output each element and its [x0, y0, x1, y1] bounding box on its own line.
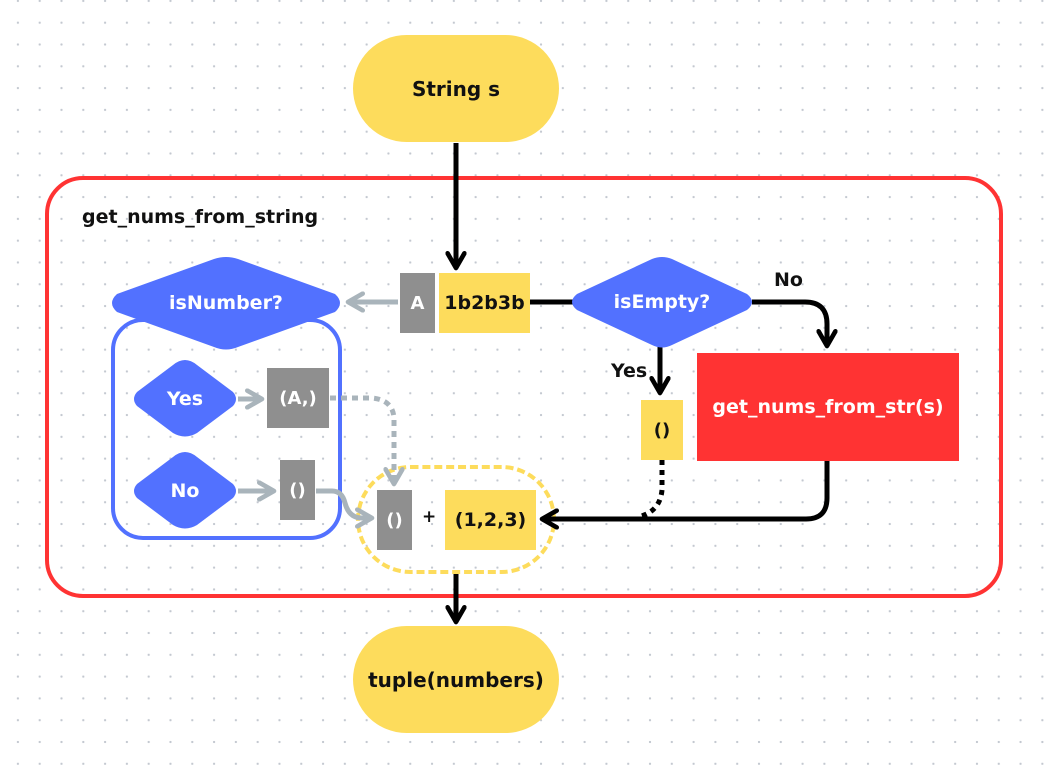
dotted-a-to-concat: [330, 395, 394, 484]
arrow-empty-to-concat: [316, 488, 372, 518]
function-group-title: get_nums_from_string: [82, 206, 319, 228]
is-empty-yes-label: Yes: [611, 360, 648, 382]
inner-no-label: No: [170, 480, 200, 502]
start-label: String s: [411, 76, 501, 101]
is-empty-no-label: No: [774, 269, 803, 291]
inner-yes-label: Yes: [166, 388, 204, 410]
is-empty-decision[interactable]: isEmpty?: [567, 254, 757, 350]
recursive-call-box[interactable]: get_nums_from_str(s): [697, 353, 959, 461]
no-result-label: (): [289, 479, 306, 501]
concat-operator: +: [422, 507, 437, 527]
input-rest-label: 1b2b3b: [444, 292, 525, 314]
empty-result-label: (): [653, 419, 671, 441]
is-number-decision[interactable]: isNumber?: [107, 254, 345, 352]
yes-result-label: (A,): [279, 387, 317, 409]
input-head-box[interactable]: A: [400, 273, 435, 333]
end-terminal[interactable]: tuple(numbers): [353, 626, 559, 733]
empty-result-box[interactable]: (): [641, 400, 683, 460]
no-result-box[interactable]: (): [280, 460, 315, 520]
diamond-shape: [134, 360, 236, 437]
is-empty-label: isEmpty?: [613, 291, 711, 313]
arrow-isempty-no: [752, 299, 827, 346]
recursive-call-label: get_nums_from_str(s): [712, 396, 944, 418]
concat-right-box[interactable]: (1,2,3): [445, 490, 536, 550]
diamond-shape: [134, 452, 236, 529]
function-group: [45, 176, 1003, 598]
input-rest-box[interactable]: 1b2b3b: [439, 273, 530, 333]
dotted-empty-to-concat: [637, 460, 665, 520]
input-head-label: A: [410, 292, 425, 314]
concat-right-label: (1,2,3): [454, 509, 527, 531]
diamond-shape: [572, 257, 752, 348]
inner-no-decision[interactable]: No: [131, 450, 239, 532]
start-terminal[interactable]: String s: [353, 35, 559, 142]
concat-left-box[interactable]: (): [377, 490, 412, 550]
inner-yes-decision[interactable]: Yes: [131, 358, 239, 440]
is-number-label: isNumber?: [169, 292, 283, 314]
diamond-shape: [112, 257, 340, 350]
end-label: tuple(numbers): [368, 667, 544, 692]
yes-result-box[interactable]: (A,): [267, 368, 329, 428]
arrow-recursive-to-concat: [542, 460, 830, 519]
concat-left-label: (): [386, 509, 403, 531]
